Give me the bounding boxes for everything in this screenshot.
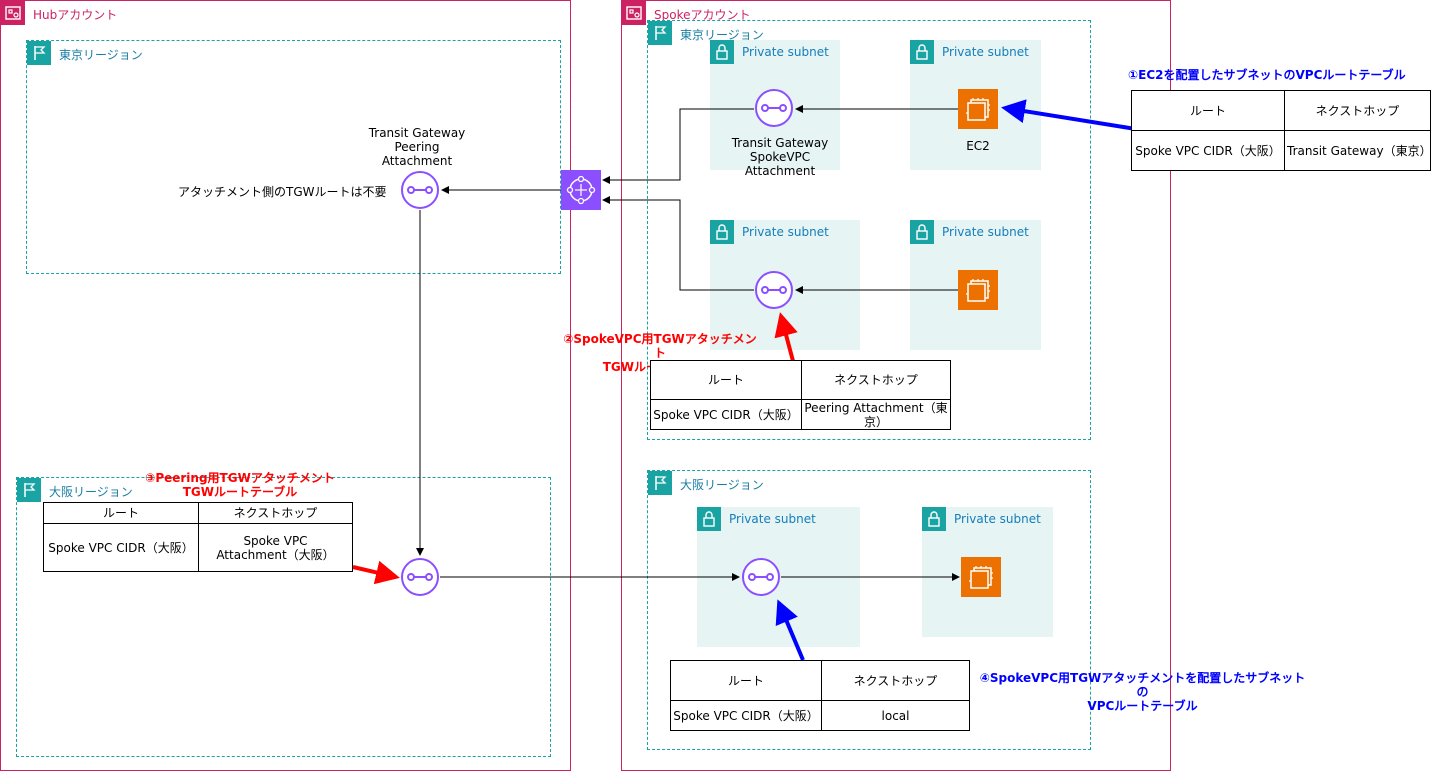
ec2-label: EC2 [966,139,990,153]
spoke-vpc-attachment-label: Transit Gateway SpokeVPC Attachment [731,136,829,178]
region-flag-icon [648,21,672,45]
table-header: ルート [650,360,802,400]
spoke-account-label: Spokeアカウント [654,8,751,22]
lock-icon [710,220,734,244]
tgw-attachment-icon [754,270,794,310]
table-header: ネクストホップ [1284,90,1431,131]
spoke-osaka-region: 大阪リージョン [647,470,1091,750]
spoke-osaka-region-label: 大阪リージョン [680,478,764,492]
lock-icon [910,220,934,244]
region-flag-icon [27,41,51,65]
note-1: ①EC2を配置したサブネットのVPCルートテーブル [1128,68,1406,82]
ec2-instance-icon [958,89,998,129]
subnet-label: Private subnet [942,225,1029,239]
attachment-side-note: アタッチメント側のTGWルートは不要 [178,185,387,199]
transit-gateway-icon [561,170,601,210]
table-header: ルート [670,660,822,701]
table-cell: Peering Attachment（東京） [801,399,951,430]
tgw-attachment-icon [400,557,440,597]
subnet-label: Private subnet [954,512,1041,526]
hub-peering-attachment-label: Transit Gateway Peering Attachment [368,126,466,168]
subnet-label: Private subnet [729,512,816,526]
hub-tokyo-region: 東京リージョン [26,40,561,274]
lock-icon [710,40,734,64]
spoke-tokyo-region: 東京リージョン [647,20,1091,440]
subnet-label: Private subnet [742,45,829,59]
hub-osaka-region-label: 大阪リージョン [49,485,133,499]
spoke-account-group: Spokeアカウント [621,0,1171,771]
ec2-instance-icon [958,270,998,310]
region-flag-icon [17,478,41,502]
table-cell: Spoke VPC CIDR（大阪） [670,700,822,731]
route-table-2: ルート ネクストホップ Spoke VPC CIDR（大阪） Peering A… [650,360,951,430]
hub-osaka-region: 大阪リージョン [16,477,551,757]
table-cell: Spoke VPC Attachment（大阪） [198,523,353,572]
table-cell: Spoke VPC CIDR（大阪） [1131,130,1285,171]
note-4: ④SpokeVPC用TGWアタッチメントを配置したサブネットの VPCルートテー… [979,671,1306,713]
tgw-attachment-icon [400,170,440,210]
table-cell: Spoke VPC CIDR（大阪） [43,523,199,572]
aws-account-icon [622,1,646,25]
hub-account-label: Hubアカウント [33,8,118,22]
table-header: ネクストホップ [198,502,353,524]
table-header: ネクストホップ [801,360,951,400]
subnet-label: Private subnet [742,225,829,239]
lock-icon [910,40,934,64]
table-cell: Spoke VPC CIDR（大阪） [650,399,802,430]
spoke-tokyo-region-label: 東京リージョン [680,28,764,42]
ec2-instance-icon [961,557,1001,597]
lock-icon [922,507,946,531]
note-3: ③Peering用TGWアタッチメント TGWルートテーブル [145,471,335,499]
hub-tokyo-region-label: 東京リージョン [59,48,143,62]
lock-icon [697,507,721,531]
table-header: ネクストホップ [821,660,970,701]
table-cell: Transit Gateway（東京） [1284,130,1432,171]
route-table-4: ルート ネクストホップ Spoke VPC CIDR（大阪） local [670,660,970,731]
tgw-attachment-icon [754,88,794,128]
route-table-3: ルート ネクストホップ Spoke VPC CIDR（大阪） Spoke VPC… [43,502,353,572]
subnet-label: Private subnet [942,45,1029,59]
route-table-1: ルート ネクストホップ Spoke VPC CIDR（大阪） Transit G… [1131,90,1432,171]
table-header: ルート [43,502,199,524]
table-cell: local [821,700,970,731]
tgw-attachment-icon [741,557,781,597]
region-flag-icon [648,471,672,495]
aws-account-icon [1,1,25,25]
hub-account-group: Hubアカウント [0,0,571,771]
table-header: ルート [1131,90,1285,131]
